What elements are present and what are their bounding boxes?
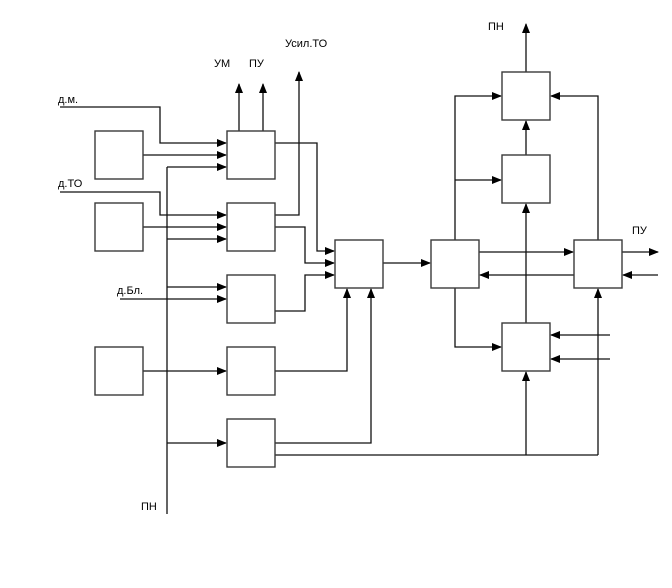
wires-left	[60, 71, 598, 514]
wire-d-to-g	[454, 288, 502, 351]
labels: д.м. д.ТО д.Бл. УМ ПУ Усил.ТО ПН ПН ПУ	[58, 21, 648, 513]
block-d	[430, 239, 480, 289]
block-e-mid	[501, 154, 551, 204]
block-b4	[226, 346, 276, 396]
label-input-dbl: д.Бл.	[117, 285, 143, 297]
wire-b1-to-c	[275, 142, 335, 255]
block-a1	[94, 130, 144, 180]
block-b2	[226, 202, 276, 252]
block-b1	[226, 130, 276, 180]
wires-right	[383, 23, 659, 455]
wire-b5-to-c	[275, 288, 375, 444]
label-input-dto: д.ТО	[58, 178, 83, 190]
wire-f-to-etop	[550, 92, 599, 240]
label-out-um: УМ	[214, 58, 230, 70]
block-a3	[94, 346, 144, 396]
label-out-pn-top: ПН	[488, 21, 504, 33]
label-out-pu-left: ПУ	[249, 58, 265, 70]
block-e-top	[501, 71, 551, 121]
wire-b2-to-c	[275, 226, 335, 267]
block-c	[334, 239, 384, 289]
block-f	[573, 239, 623, 289]
blocks	[94, 71, 623, 468]
wire-dto-to-b2	[60, 191, 227, 219]
wire-d-to-etop	[454, 92, 502, 240]
wire-dm-to-b1	[60, 106, 227, 147]
block-g	[501, 322, 551, 372]
label-input-dm: д.м.	[58, 94, 78, 106]
label-bus-pn: ПН	[141, 501, 157, 513]
block-b5	[226, 418, 276, 468]
block-a2	[94, 202, 144, 252]
label-out-usil-to: Усил.ТО	[285, 38, 328, 50]
block-b3	[226, 274, 276, 324]
wire-b4-to-c	[275, 288, 351, 372]
wire-b3-to-c	[275, 271, 335, 312]
wire-b2-to-usil-to	[275, 71, 303, 216]
label-out-pu-right: ПУ	[632, 225, 648, 237]
